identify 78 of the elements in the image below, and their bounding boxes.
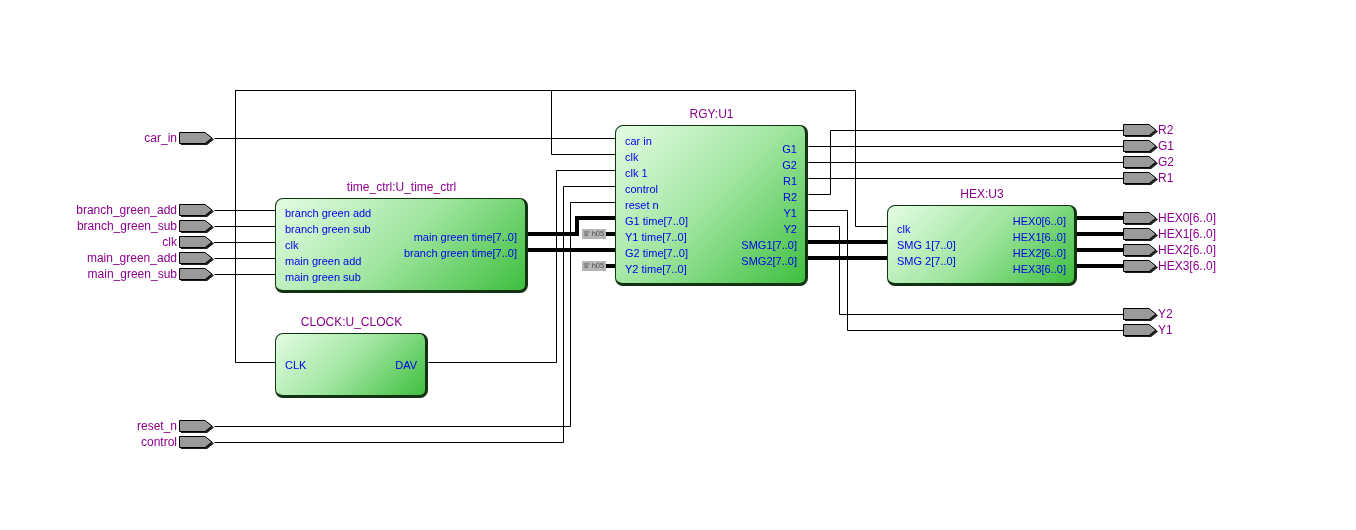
- port-name: branch green time[7..0]: [403, 246, 517, 260]
- wire: [808, 226, 1124, 315]
- port-name: G1 time[7..0]: [625, 214, 688, 228]
- port-name: clk: [285, 238, 299, 252]
- instance-name: CLOCK:U_CLOCK: [300, 315, 403, 329]
- bus-wire: [1077, 232, 1123, 236]
- port-name: G1: [782, 142, 797, 156]
- port-name: Y1: [783, 206, 797, 220]
- pin-name: car_in: [144, 132, 177, 145]
- wire: [214, 258, 276, 259]
- bus-wire: [808, 240, 887, 244]
- port-name: main green add: [285, 254, 362, 268]
- port-name: DAV: [395, 358, 417, 372]
- instance-name: RGY:U1: [689, 107, 734, 121]
- port-name: G2 time[7..0]: [625, 246, 688, 260]
- port-name: Y2 time[7..0]: [625, 262, 687, 276]
- port-name: HEX0[6..0]: [1012, 214, 1066, 228]
- bus-wire: [808, 256, 887, 260]
- port-name: reset n: [625, 198, 659, 212]
- instance-name: HEX:U3: [960, 187, 1004, 201]
- pin-name: main_green_add: [86, 252, 177, 265]
- port-name: SMG 2[7..0]: [897, 254, 956, 268]
- bus-wire: [606, 232, 615, 236]
- port-name: main green time[7..0]: [413, 230, 517, 244]
- pin-name: clk: [162, 236, 177, 249]
- wire: [808, 210, 1124, 331]
- wire: [808, 130, 1124, 195]
- pin-name: Y1: [1158, 324, 1173, 337]
- port-name: R1: [782, 174, 797, 188]
- wire: [214, 226, 276, 227]
- pin-name: HEX1[6..0]: [1158, 228, 1217, 241]
- pin-name: R1: [1158, 172, 1174, 185]
- port-name: R2: [782, 190, 797, 204]
- port-name: control: [625, 182, 659, 196]
- wire: [428, 170, 616, 363]
- port-name: main green sub: [285, 270, 361, 284]
- pin-name: R2: [1158, 124, 1174, 137]
- port-name: CLK: [285, 358, 307, 372]
- pin-name: Y2: [1158, 308, 1173, 321]
- bus-wire: [528, 216, 615, 236]
- port-name: clk: [625, 150, 639, 164]
- pin-name: branch_green_add: [76, 204, 177, 217]
- pin-name: G2: [1158, 156, 1174, 169]
- pin-name: control: [140, 436, 177, 449]
- port-name: SMG 1[7..0]: [897, 238, 956, 252]
- port-name: HEX2[6..0]: [1012, 246, 1066, 260]
- port-name: clk 1: [625, 166, 648, 180]
- bus-wire: [1077, 216, 1123, 220]
- wire: [808, 178, 1124, 179]
- port-name: car in: [625, 134, 652, 148]
- port-name: SMG1[7..0]: [741, 238, 797, 252]
- pin-name: branch_green_sub: [76, 220, 177, 233]
- bus-wire: [1077, 248, 1123, 252]
- port-name: branch green add: [285, 206, 372, 220]
- pin-name: G1: [1158, 140, 1174, 153]
- pin-name: main_green_sub: [87, 268, 177, 281]
- port-name: SMG2[7..0]: [741, 254, 797, 268]
- wire: [214, 138, 616, 139]
- wire: [214, 210, 276, 211]
- bus-wire: [528, 248, 615, 252]
- wire: [808, 146, 1124, 147]
- pin-name: HEX0[6..0]: [1158, 212, 1217, 225]
- pin-name: reset_n: [136, 420, 177, 433]
- port-name: HEX1[6..0]: [1012, 230, 1066, 244]
- port-name: branch green sub: [285, 222, 371, 236]
- port-name: Y2: [783, 222, 797, 236]
- instance-name: time_ctrl:U_time_ctrl: [346, 180, 457, 194]
- bus-wire: [606, 264, 615, 268]
- port-name: HEX3[6..0]: [1012, 262, 1066, 276]
- port-name: clk: [897, 222, 911, 236]
- pin-name: HEX3[6..0]: [1158, 260, 1217, 273]
- port-name: Y1 time[7..0]: [625, 230, 687, 244]
- pin-name: HEX2[6..0]: [1158, 244, 1217, 257]
- bus-wire: [1077, 264, 1123, 268]
- wire: [214, 274, 276, 275]
- wire: [808, 162, 1124, 163]
- wire: [214, 90, 888, 243]
- port-name: G2: [782, 158, 797, 172]
